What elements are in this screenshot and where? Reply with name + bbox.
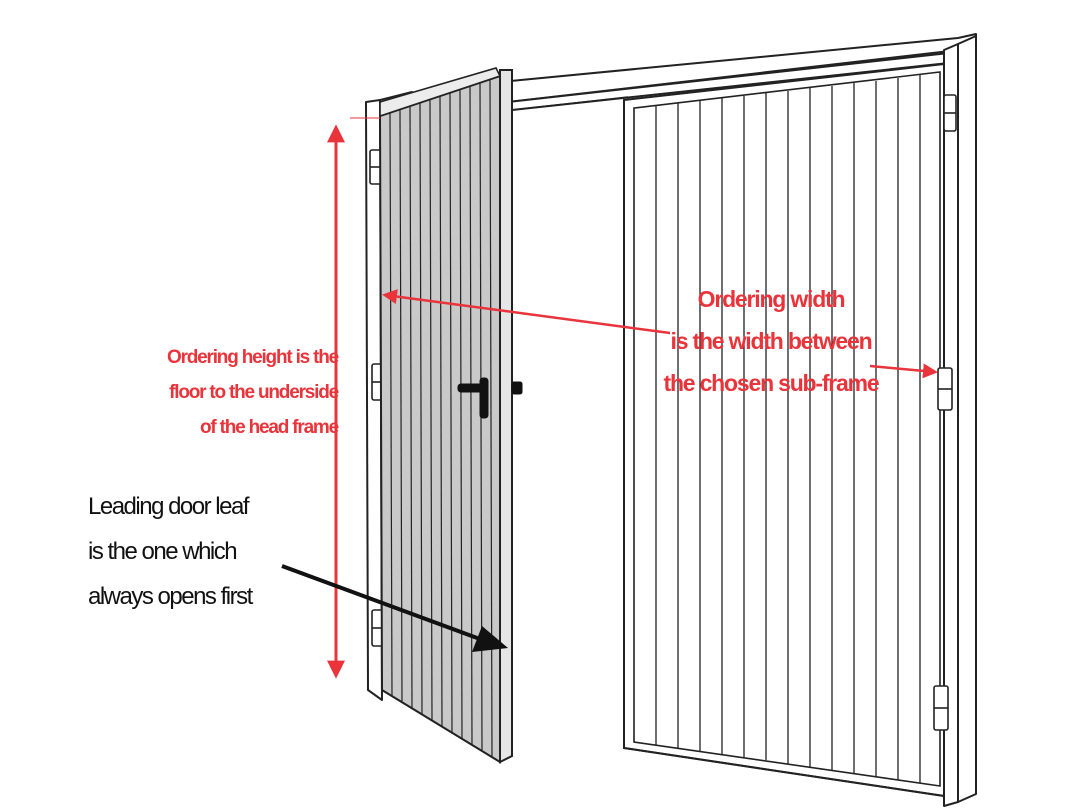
width-annotation-line: Ordering width: [697, 286, 846, 312]
width-dimension-arrow: [382, 289, 938, 379]
height-annotation-line: of the head frame: [200, 417, 339, 438]
leading-leaf-annotation-line: is the one which: [88, 538, 238, 565]
left-door-leaf: [378, 67, 513, 764]
width-annotation-line: is the width between: [670, 328, 873, 354]
leading-leaf-annotation-line: always opens first: [88, 583, 253, 610]
height-annotation-line: Ordering height is the: [166, 347, 339, 368]
leading-leaf-annotation: Leading door leaf is the one which alway…: [88, 484, 253, 619]
leading-leaf-annotation-line: Leading door leaf: [88, 493, 249, 520]
width-annotation: Ordering width is the width between the …: [626, 278, 916, 404]
leading-leaf-pointer: [281, 564, 508, 652]
height-annotation-line: floor to the underside: [169, 382, 339, 403]
right-door-leaf: [623, 62, 945, 798]
height-annotation: Ordering height is the floor to the unde…: [166, 340, 339, 445]
width-annotation-line: the chosen sub-frame: [663, 370, 880, 396]
door-handle: [457, 377, 523, 419]
right-hinges: [933, 94, 957, 731]
